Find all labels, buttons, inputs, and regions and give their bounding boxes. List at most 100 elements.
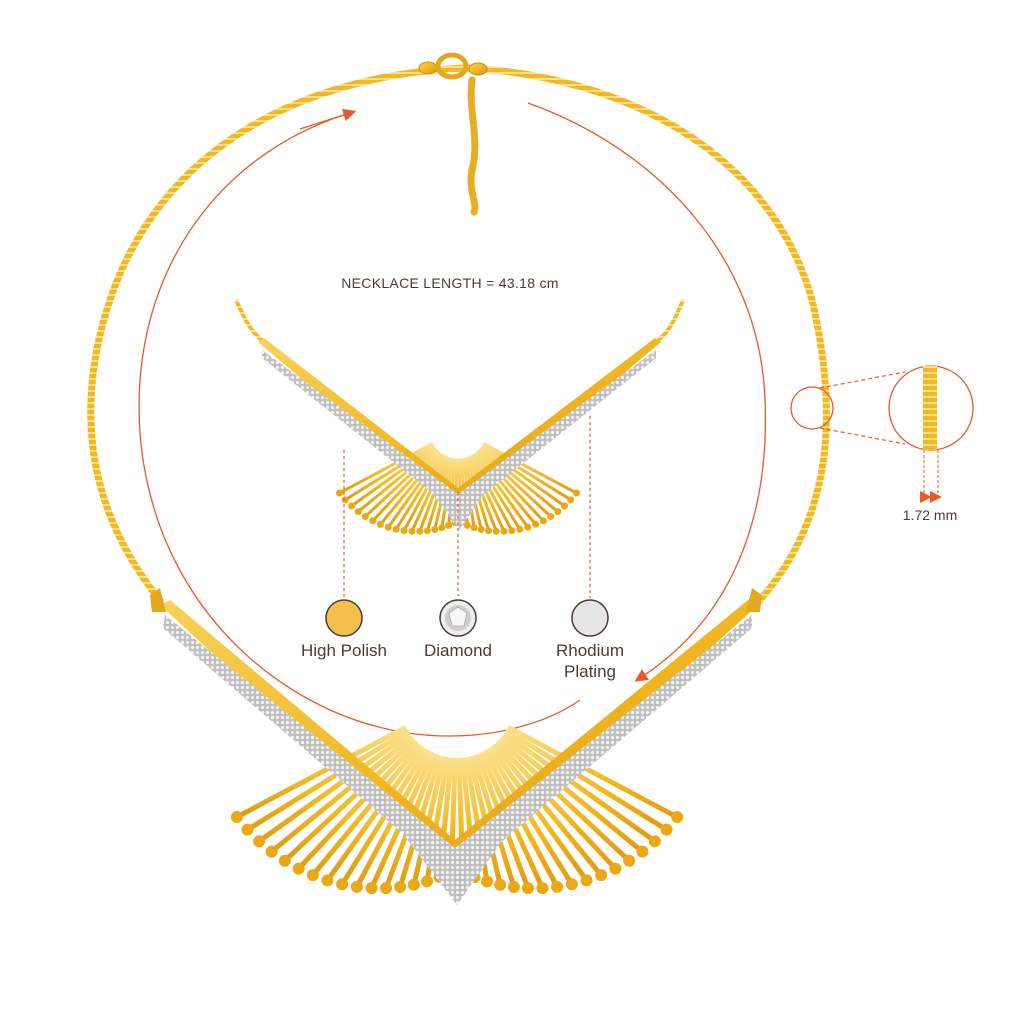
ray-tip: [477, 525, 485, 533]
material-label-high-polish: High Polish: [301, 641, 387, 660]
ray-tip: [394, 881, 407, 894]
pendant-ray: [378, 451, 441, 526]
chain-thickness-label: 1.72 mm: [902, 507, 958, 523]
high-polish-swatch: [325, 599, 363, 637]
ray-tip: [407, 878, 420, 891]
ray-tip: [609, 862, 622, 875]
pendant-ray: [234, 725, 407, 820]
ray-tip: [623, 854, 636, 867]
pendant-ray: [478, 448, 553, 519]
pendant-ray: [479, 447, 560, 514]
ray-tip: [265, 845, 278, 858]
pendant-ray: [507, 725, 680, 820]
ray-tip: [423, 527, 431, 535]
pendant-ray: [296, 741, 419, 872]
pendant-ray: [256, 732, 411, 844]
rhodium-swatch: [571, 599, 609, 637]
ray-tip: [492, 527, 500, 535]
pendant-ray: [474, 452, 530, 529]
ray-tip: [347, 502, 355, 510]
ray-tip: [561, 502, 569, 510]
pendant-ray: [310, 743, 422, 878]
pendant-ray: [489, 746, 590, 883]
large-chain: [87, 64, 830, 604]
ray-tip: [580, 874, 593, 887]
ray-tip: [508, 527, 516, 535]
ray-tip: [408, 527, 416, 535]
length-arrows: [138, 102, 767, 737]
ray-tip: [278, 854, 291, 867]
pendant-ray: [324, 746, 425, 883]
ray-tip: [241, 823, 254, 836]
material-label-rhodium: Rhodium Plating: [555, 641, 625, 681]
ray-tip: [494, 878, 507, 891]
ray-tip: [554, 508, 562, 516]
ray-tip: [532, 520, 540, 528]
pendant-ray: [410, 455, 448, 533]
material-swatches: [325, 599, 609, 637]
diamond-icon: [445, 605, 471, 631]
ray-tip: [660, 823, 673, 836]
ray-tip: [565, 878, 578, 891]
ray-tip: [521, 882, 534, 895]
pendant-ray: [492, 743, 604, 878]
pendant-ray: [339, 748, 428, 887]
ray-tip: [400, 527, 408, 535]
large-pendant: [150, 588, 762, 905]
ray-tip: [595, 869, 608, 882]
ray-tip: [648, 835, 661, 848]
ray-tip: [463, 521, 471, 529]
ray-tip: [354, 508, 362, 516]
pendant-ray: [475, 451, 538, 526]
ray-tip: [500, 527, 508, 535]
ray-tip: [306, 869, 319, 882]
ray-tip: [551, 880, 564, 893]
ray-tip: [341, 496, 349, 504]
ray-tip: [636, 845, 649, 858]
ray-tip: [376, 520, 384, 528]
ray-tip: [573, 489, 581, 497]
pendant-ray: [468, 455, 506, 533]
ray-tip: [336, 878, 349, 891]
pendant-ray: [480, 445, 567, 508]
ray-tip: [438, 524, 446, 532]
ray-tip: [431, 525, 439, 533]
ray-tip: [350, 880, 363, 893]
ray-tip: [230, 811, 243, 824]
ray-tip: [369, 517, 377, 525]
ray-tip: [539, 517, 547, 525]
ray-tip: [470, 524, 478, 532]
small-necklace: [234, 299, 685, 535]
pendant-ray: [477, 450, 545, 523]
ray-tip: [507, 881, 520, 894]
pendant-ray: [245, 729, 409, 833]
ray-tip: [392, 525, 400, 533]
pendant-ray: [486, 748, 575, 887]
ray-tip: [536, 882, 549, 895]
pendant-ray: [356, 447, 437, 514]
pendant-ray: [402, 454, 446, 533]
pendant-ray: [363, 448, 438, 519]
necklace-length-title: NECKLACE LENGTH = 43.18 cm: [341, 275, 559, 291]
pendant-ray: [282, 738, 416, 864]
ray-tip: [485, 527, 493, 535]
pendant-ray: [498, 738, 632, 864]
material-connectors: [343, 416, 591, 598]
pendant-ray: [394, 453, 444, 531]
ray-tip: [292, 862, 305, 875]
ray-tip: [516, 525, 524, 533]
pendant-ray: [505, 729, 669, 833]
ray-tip: [445, 521, 453, 529]
pendant-ray: [371, 450, 439, 523]
ray-tip: [420, 875, 433, 888]
pendant-ray: [470, 454, 514, 533]
ray-tip: [524, 523, 532, 531]
ray-tip: [380, 882, 393, 895]
clasp: [418, 52, 488, 216]
ray-tip: [567, 496, 575, 504]
ray-tip: [384, 523, 392, 531]
material-label-diamond: Diamond: [423, 641, 493, 660]
pendant-ray: [386, 452, 442, 529]
ray-tip: [416, 527, 424, 535]
